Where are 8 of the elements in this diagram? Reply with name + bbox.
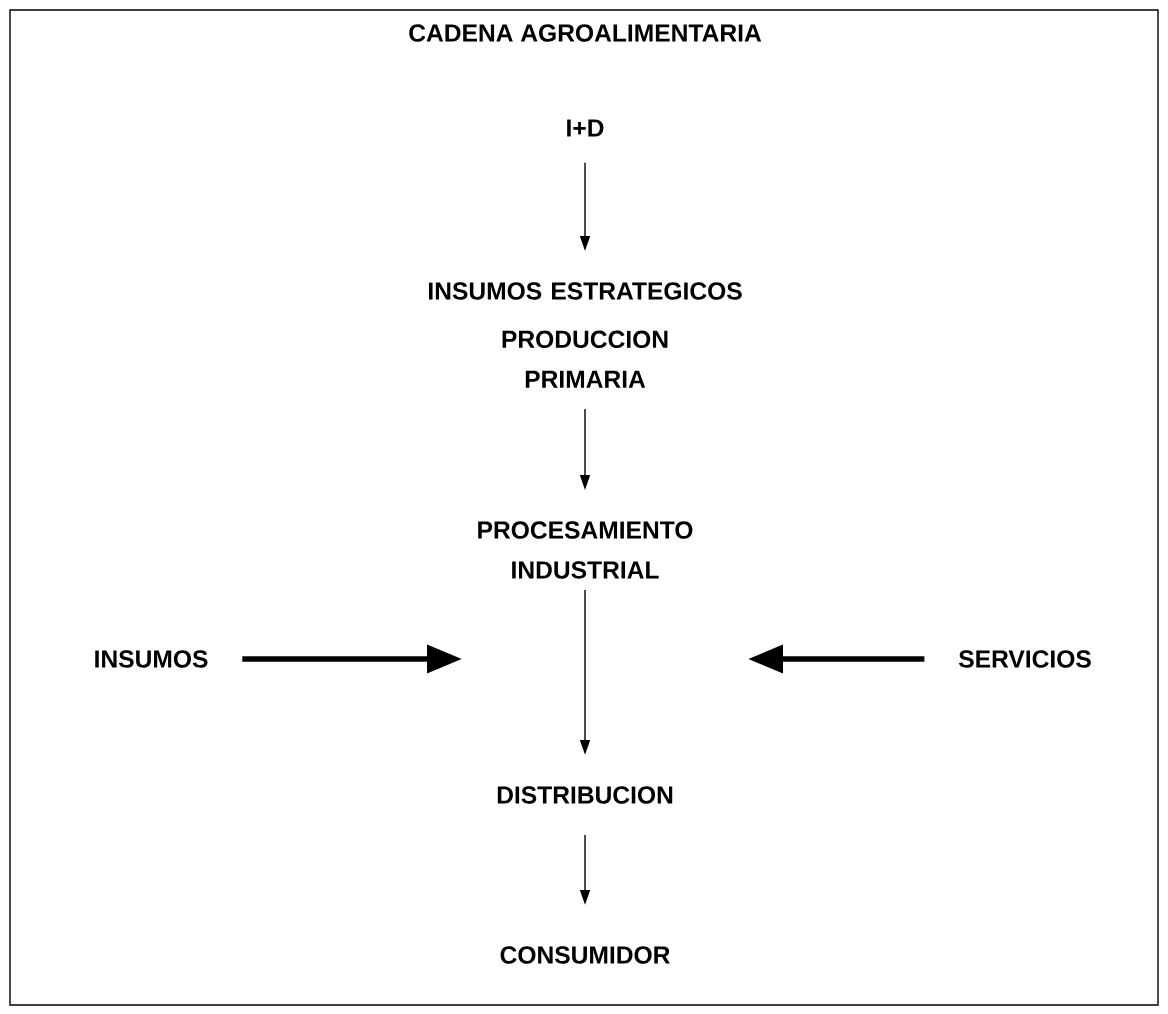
stage-label: CONSUMIDOR — [500, 946, 670, 964]
stage-label: INSUMOS — [95, 650, 208, 668]
stage-label: DISTRIBUCION — [497, 786, 673, 804]
stage-label: INSUMOS ESTRATEGICOS PRODUCCION PRIMARIA — [429, 282, 742, 388]
stage-label: I+D — [567, 119, 604, 137]
title: CADENA AGROALIMENTARIA — [409, 24, 762, 42]
stage-label: PROCESAMIENTO INDUSTRIAL — [478, 521, 693, 579]
stage-label: SERVICIOS — [958, 650, 1091, 668]
